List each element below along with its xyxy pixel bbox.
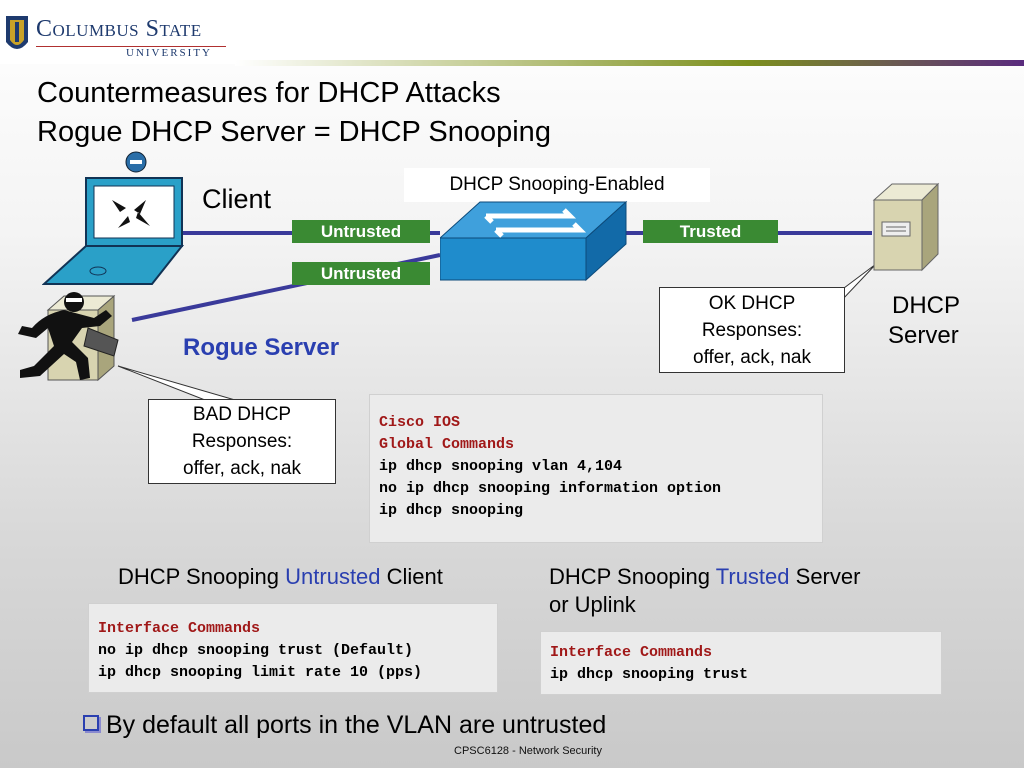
ok-responses-callout: OK DHCP Responses: offer, ack, nak [659, 287, 845, 373]
untrusted-section-heading: DHCP Snooping Untrusted Client [118, 563, 443, 591]
trusted-heading-suffix: Server [789, 564, 861, 589]
server-label-line1: DHCP [892, 292, 961, 319]
code-line: no ip dhcp snooping information option [379, 480, 722, 497]
server-tower-icon [872, 182, 940, 272]
server-port-label: Trusted [643, 220, 778, 243]
logo: Columbus State University [4, 10, 229, 60]
global-commands-box: Cisco IOS Global Commands ip dhcp snoopi… [369, 394, 823, 543]
trusted-heading-line2: or Uplink [549, 592, 636, 617]
code-line: ip dhcp snooping [379, 502, 524, 519]
untrusted-heading-suffix: Client [380, 564, 443, 589]
rogue-thief-icon [18, 292, 119, 382]
bad-responses-callout: BAD DHCP Responses: offer, ack, nak [148, 399, 336, 484]
trusted-code-header: Interface Commands [550, 644, 713, 661]
bad-callout-line2: Responses: [191, 431, 293, 452]
bad-callout-line3: offer, ack, nak [183, 458, 301, 479]
client-label: Client [202, 184, 272, 214]
trusted-commands-box: Interface Commands ip dhcp snooping trus… [540, 631, 942, 695]
rogue-server-label: Rogue Server [183, 334, 340, 361]
checkbox-bullet-icon [83, 715, 99, 731]
code-line: ip dhcp snooping trust [550, 666, 749, 683]
logo-line1: Columbus State [36, 16, 202, 42]
header-stripe [235, 60, 1024, 66]
code-line: ip dhcp snooping vlan 4,104 [379, 458, 623, 475]
code-header-ios: Cisco IOS [379, 414, 461, 431]
bullet-text: By default all ports in the VLAN are unt… [106, 711, 607, 739]
university-shield-icon [6, 16, 28, 49]
switch-label: DHCP Snooping-Enabled [404, 168, 710, 202]
logo-line2: University [126, 47, 212, 59]
untrusted-code-header: Interface Commands [98, 620, 261, 637]
bullet-item: By default all ports in the VLAN are unt… [83, 711, 606, 740]
ok-callout-line1: OK DHCP [708, 293, 796, 314]
untrusted-heading-prefix: DHCP Snooping [118, 564, 286, 589]
untrusted-heading-highlight: Untrusted [285, 564, 381, 589]
bad-callout-pointer [117, 365, 236, 400]
untrusted-commands-box: Interface Commands no ip dhcp snooping t… [88, 603, 498, 693]
code-header-global: Global Commands [379, 436, 515, 453]
ok-callout-line3: offer, ack, nak [693, 347, 811, 368]
rogue-port-label: Untrusted [292, 262, 430, 285]
client-port-label: Untrusted [292, 220, 430, 243]
title-line-1: Countermeasures for DHCP Attacks [37, 77, 501, 109]
bad-callout-line1: BAD DHCP [192, 404, 292, 425]
title-line-2: Rogue DHCP Server = DHCP Snooping [37, 116, 551, 148]
trusted-section-heading: DHCP Snooping Trusted Server or Uplink [549, 563, 860, 619]
footer-text: CPSC6128 - Network Security [454, 745, 602, 757]
ok-callout-line2: Responses: [701, 320, 803, 341]
trusted-heading-prefix: DHCP Snooping [549, 564, 716, 589]
code-line: ip dhcp snooping limit rate 10 (pps) [98, 664, 423, 681]
trusted-heading-highlight: Trusted [715, 564, 790, 589]
header-band [0, 0, 1024, 64]
laptop-client-icon [42, 151, 185, 285]
switch-icon [440, 200, 628, 282]
logo-rule [36, 46, 226, 47]
code-line: no ip dhcp snooping trust (Default) [98, 642, 414, 659]
server-label-line2: Server [888, 322, 959, 349]
